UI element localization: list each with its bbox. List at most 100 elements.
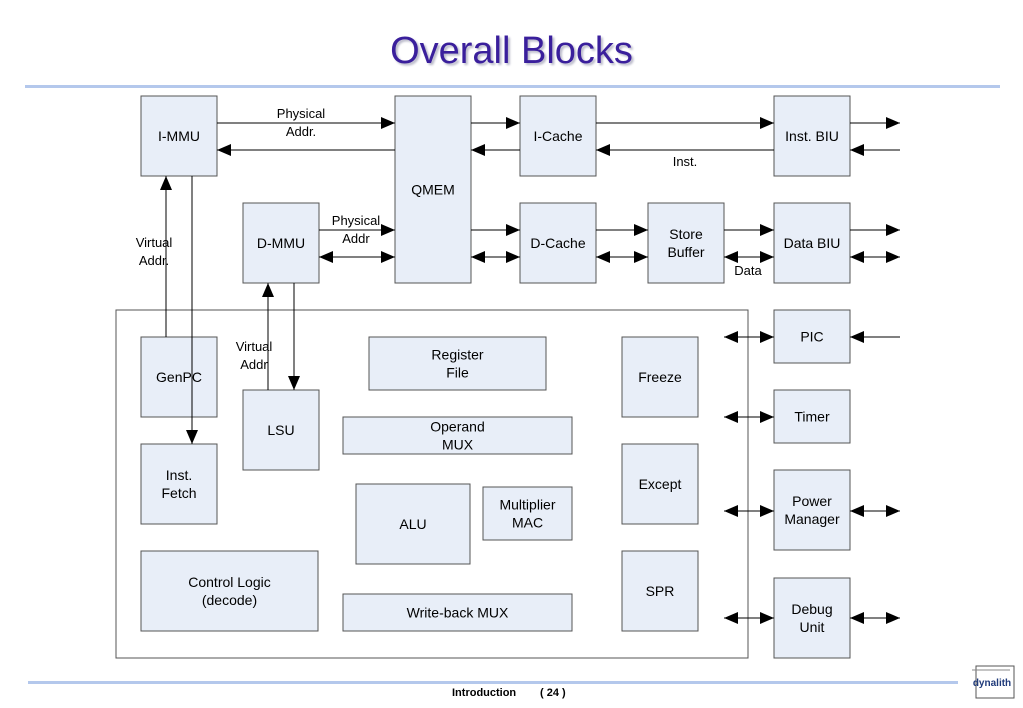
- icache-label: I-Cache: [533, 128, 582, 144]
- arrow-head: [724, 251, 738, 263]
- inst-fetch-label: Inst.: [166, 467, 192, 483]
- title-divider: [25, 85, 1000, 88]
- arrow-head: [850, 251, 864, 263]
- arrow-head: [850, 612, 864, 624]
- register-file-block: [368, 336, 547, 391]
- arrow-head: [634, 224, 648, 236]
- virtual-addr-left-label: Addr.: [139, 253, 169, 268]
- virtual-addr-lsu-label: Virtual: [236, 339, 273, 354]
- inst-fetch-label: Fetch: [161, 485, 196, 501]
- operand-mux-label: MUX: [442, 437, 474, 453]
- arrow-head: [381, 251, 395, 263]
- inst-label: Inst.: [673, 154, 698, 169]
- footer-section: Introduction: [452, 687, 517, 699]
- arrow-head: [506, 224, 520, 236]
- dynalith-logo: dynalith: [972, 665, 1015, 699]
- immu-block: [140, 95, 218, 177]
- multiplier-mac-block: [482, 486, 573, 541]
- arrow-head: [886, 505, 900, 517]
- slide-title: Overall Blocks: [390, 30, 633, 72]
- writeback-mux-block: [342, 593, 573, 632]
- multiplier-mac-label: MAC: [512, 515, 543, 531]
- genpc-label: GenPC: [156, 369, 202, 385]
- arrow-head: [319, 251, 333, 263]
- store-buffer-label: Store: [669, 226, 703, 242]
- pic-label: PIC: [800, 329, 823, 345]
- arrow-head: [760, 505, 774, 517]
- arrow-head: [160, 176, 172, 190]
- operand-mux-label: Operand: [430, 419, 484, 435]
- power-manager-label: Manager: [784, 511, 840, 527]
- arrow-head: [760, 331, 774, 343]
- icache-block: [519, 95, 597, 177]
- arrow-head: [760, 224, 774, 236]
- writeback-mux-label: Write-back MUX: [407, 605, 509, 621]
- debug-unit-block: [773, 577, 851, 659]
- spr-label: SPR: [646, 583, 675, 599]
- virtual-addr-lsu-label: Addr: [240, 357, 268, 372]
- physical-addr-top-label: Addr.: [286, 124, 316, 139]
- arrow-head: [886, 612, 900, 624]
- inst-fetch-block: [140, 443, 218, 525]
- dcache-label: D-Cache: [530, 235, 585, 251]
- multiplier-mac-label: Multiplier: [499, 497, 555, 513]
- except-block: [621, 443, 699, 525]
- qmem-label: QMEM: [411, 182, 455, 198]
- register-file-label: Register: [431, 347, 483, 363]
- freeze-block: [621, 336, 699, 418]
- data-label: Data: [734, 263, 762, 278]
- footer-page-number: ( 24 ): [540, 687, 566, 699]
- store-buffer-block: [647, 202, 725, 284]
- dcache-block: [519, 202, 597, 284]
- arrow-head: [724, 612, 738, 624]
- data-biu-block: [773, 202, 851, 284]
- physical-addr-mid-label: Physical: [332, 213, 381, 228]
- arrow-head: [886, 117, 900, 129]
- arrow-head: [850, 505, 864, 517]
- inst-biu-label: Inst. BIU: [785, 128, 839, 144]
- arrow-head: [471, 251, 485, 263]
- spr-block: [621, 550, 699, 632]
- genpc-block: [140, 336, 218, 418]
- arrow-head: [760, 411, 774, 423]
- physical-addr-mid-label: Addr: [342, 231, 370, 246]
- arrow-head: [596, 251, 610, 263]
- arrow-head: [760, 251, 774, 263]
- control-logic-label: (decode): [202, 592, 257, 608]
- register-file-label: File: [446, 365, 469, 381]
- debug-unit-label: Debug: [791, 601, 832, 617]
- freeze-label: Freeze: [638, 369, 682, 385]
- arrow-head: [471, 144, 485, 156]
- footer-divider: [28, 681, 958, 684]
- power-manager-label: Power: [792, 493, 832, 509]
- arrow-head: [724, 505, 738, 517]
- arrow-head: [724, 331, 738, 343]
- arrow-head: [724, 411, 738, 423]
- timer-label: Timer: [794, 409, 830, 425]
- alu-block: [355, 483, 471, 565]
- pic-block: [773, 309, 851, 364]
- arrow-head: [262, 283, 274, 297]
- dmmu-block: [242, 202, 320, 284]
- qmem-block: [394, 95, 472, 284]
- control-logic-block: [140, 550, 319, 632]
- arrow-head: [760, 612, 774, 624]
- arrow-head: [381, 224, 395, 236]
- arrow-head: [506, 117, 520, 129]
- power-manager-block: [773, 469, 851, 551]
- lsu-block: [242, 389, 320, 471]
- debug-unit-label: Unit: [800, 619, 825, 635]
- dmmu-label: D-MMU: [257, 235, 305, 251]
- arrow-head: [850, 331, 864, 343]
- logo-text: dynalith: [973, 678, 1011, 689]
- virtual-addr-left-label: Virtual: [136, 235, 173, 250]
- arrow-head: [634, 251, 648, 263]
- operand-mux-block: [342, 416, 573, 455]
- arrow-head: [381, 117, 395, 129]
- arrow-head: [850, 144, 864, 156]
- store-buffer-label: Buffer: [667, 244, 704, 260]
- except-label: Except: [639, 476, 682, 492]
- data-biu-label: Data BIU: [784, 235, 841, 251]
- inst-biu-block: [773, 95, 851, 177]
- arrow-head: [886, 251, 900, 263]
